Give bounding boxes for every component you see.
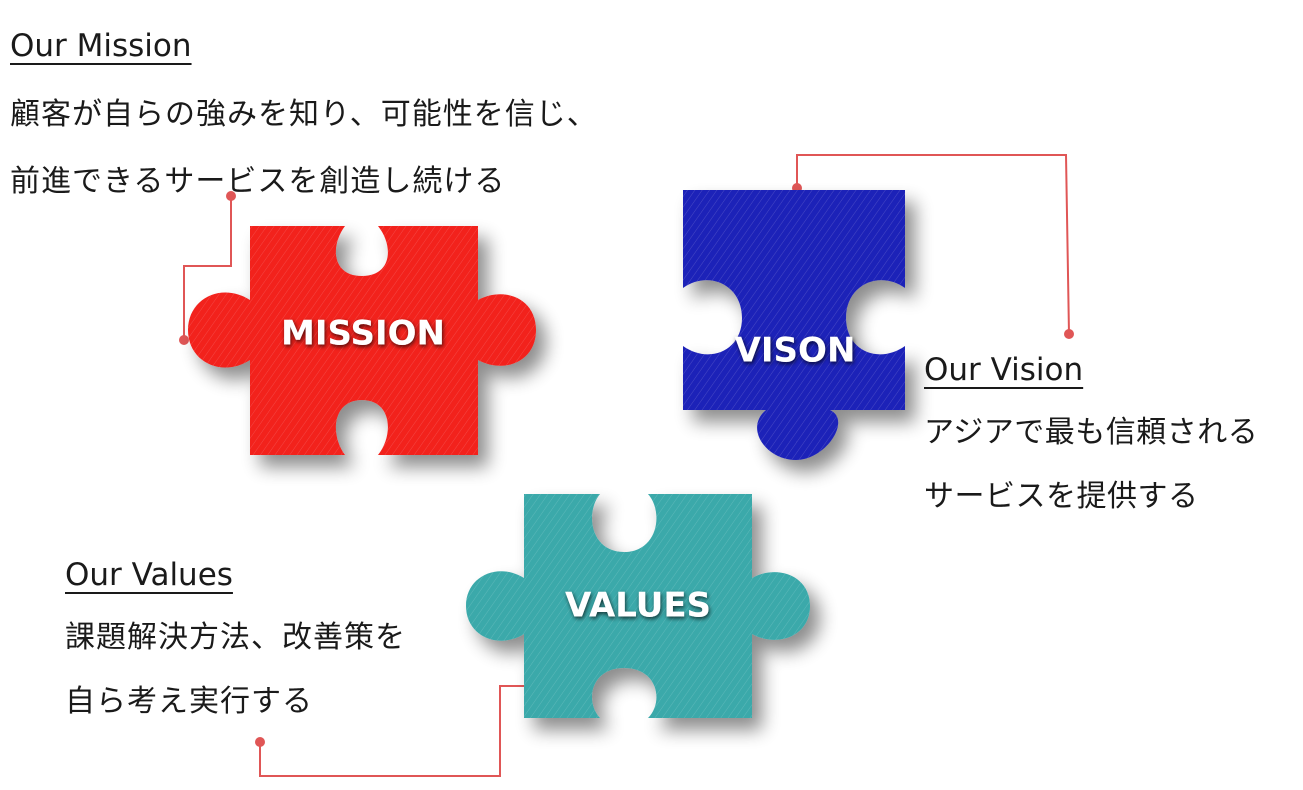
vision-line-1: アジアで最も信頼される [924, 415, 1259, 451]
mission-piece-label: MISSION [281, 314, 445, 354]
values-heading: Our Values [65, 557, 233, 593]
values-puzzle-piece [466, 494, 810, 718]
vision-puzzle-piece [683, 190, 905, 460]
vision-heading: Our Vision [924, 352, 1084, 388]
mission-line-2: 前進できるサービスを創造し続ける [10, 164, 506, 200]
values-line-1: 課題解決方法、改善策を [65, 620, 406, 656]
values-piece-label: VALUES [565, 586, 711, 626]
mission-puzzle-piece [188, 226, 536, 455]
vision-piece-label: VISON [735, 331, 856, 371]
mission-block: Our Mission 顧客が自らの強みを知り、可能性を信じ、 前進できるサービ… [10, 28, 598, 215]
connector-mission [179, 191, 236, 345]
values-block: Our Values 課題解決方法、改善策を 自ら考え実行する [65, 557, 406, 734]
vision-block: Our Vision アジアで最も信頼される サービスを提供する [924, 352, 1258, 529]
mission-heading: Our Mission [10, 28, 192, 64]
vision-line-2: サービスを提供する [924, 479, 1199, 515]
mission-line-1: 顧客が自らの強みを知り、可能性を信じ、 [10, 97, 598, 133]
values-line-2: 自ら考え実行する [65, 684, 313, 720]
